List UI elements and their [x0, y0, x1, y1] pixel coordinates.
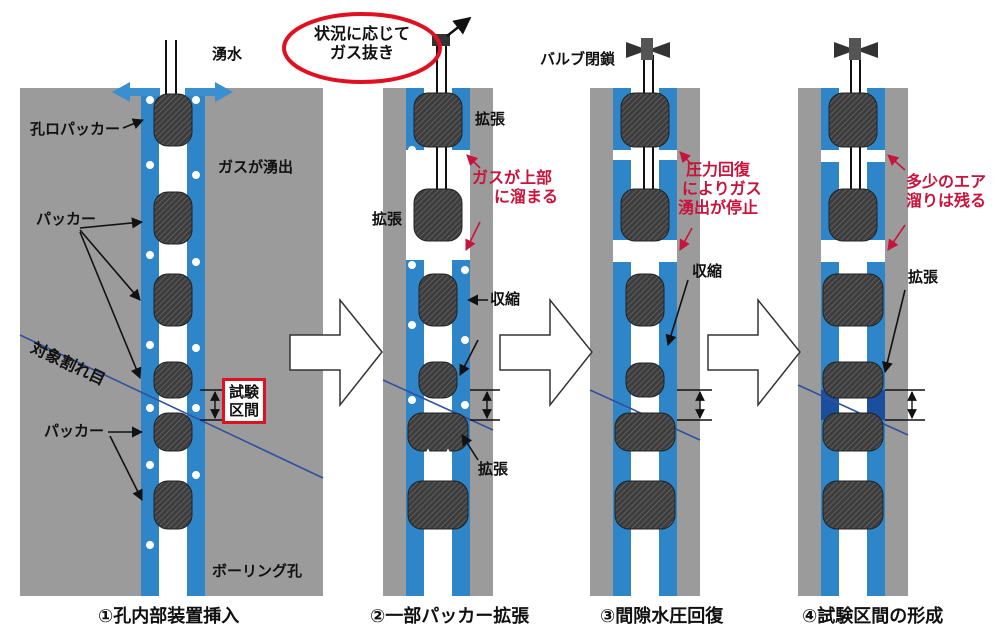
packer-b1-6 — [153, 480, 193, 530]
packers — [153, 92, 884, 530]
pressure-line-2: によりガス — [682, 179, 762, 199]
gas-bubble-13 — [146, 541, 154, 549]
packer-b3-3 — [625, 273, 665, 327]
expand-label-top: 拡張 — [475, 110, 506, 128]
test-section-label: 試験 区間 — [222, 378, 267, 424]
air-line-2: 溜りは残る — [906, 191, 987, 211]
valve-icon-4 — [834, 38, 878, 60]
gas-bubble-b2-8 — [461, 171, 469, 179]
borehole-label: ボーリング孔 — [212, 562, 303, 580]
shrink-label-2: 収縮 — [490, 290, 521, 308]
gas-bubble-b2-6 — [461, 401, 469, 409]
gas-bubble-b2-3 — [408, 321, 416, 329]
caption-4: ④試験区間の形成 — [802, 606, 944, 627]
pressure-line-1: 圧力回復 — [686, 160, 751, 179]
air-line-1: 多少のエア — [906, 172, 987, 191]
gas-bubble-9 — [146, 404, 154, 412]
packer-label-b: パッカー — [44, 422, 105, 440]
packer-b2-3 — [418, 273, 458, 327]
valve-icon-3 — [626, 38, 670, 60]
gas-venting-callout: 状況に応じて ガス抜き — [314, 24, 410, 62]
packer-b2-4 — [418, 361, 458, 399]
red-pointer-arrows — [465, 151, 906, 252]
packer-b2-1 — [413, 92, 463, 148]
gas-accumulates-line-2: に溜まる — [494, 187, 559, 207]
gas-bubble-8 — [192, 344, 200, 352]
gas-bubble-1 — [146, 96, 154, 104]
pressure-recovery-label: 圧力回復 によりガス 湧出が停止 — [678, 160, 762, 218]
air-remains-label: 多少のエア 溜りは残る — [906, 172, 986, 210]
packer-b2-6 — [407, 480, 469, 530]
gas-bubble-2 — [192, 96, 200, 104]
gas-bubble-4 — [192, 171, 200, 179]
gas-bubble-12 — [192, 471, 200, 479]
packer-b3-4 — [625, 362, 665, 398]
packer-b3-2 — [620, 188, 670, 242]
gas-bubble-b2-1 — [408, 261, 416, 269]
gas-bubble-5 — [146, 251, 154, 259]
packer-b1-1 — [153, 93, 193, 147]
gas-bubble-7 — [146, 341, 154, 349]
packer-b4-6 — [822, 480, 884, 530]
gas-bubble-3 — [146, 161, 154, 169]
gas-bubble-11 — [146, 461, 154, 469]
highlight-ellipse — [282, 12, 442, 84]
expand-label-4: 拡張 — [908, 268, 939, 286]
process-arrow-2 — [499, 297, 593, 408]
packer-b4-2 — [828, 188, 878, 242]
caption-1: ①孔内部装置挿入 — [98, 606, 240, 627]
gas-bubble-10 — [192, 404, 200, 412]
caption-2: ②一部パッカー拡張 — [370, 606, 530, 627]
gas-bubble-b2-7 — [408, 146, 416, 154]
packer-b1-4 — [153, 361, 193, 399]
test-section-line-1: 試験 — [229, 383, 260, 401]
process-arrow-1 — [289, 297, 383, 408]
packer-b3-5 — [614, 412, 676, 452]
packer-b2-2 — [413, 188, 463, 242]
shrink-label-3: 収縮 — [692, 262, 723, 280]
valve-closed-label: バルブ閉鎖 — [540, 50, 616, 68]
gas-bubbles — [146, 96, 469, 550]
collar-packer-label: 孔ロパッカー — [30, 120, 121, 138]
packer-b2-5 — [407, 412, 469, 452]
caption-3: ③間隙水圧回復 — [600, 606, 724, 627]
gas-accumulates-label: ガスが上部 に溜まる — [472, 168, 558, 206]
packer-b4-5 — [822, 412, 884, 452]
packer-b1-2 — [153, 191, 193, 245]
packer-b4-4 — [822, 361, 884, 399]
gas-out-label: ガスが湧出 — [218, 158, 294, 176]
pointer-arrows — [79, 118, 906, 502]
pressure-line-3: 湧出が停止 — [678, 198, 759, 218]
packer-b1-5 — [153, 412, 193, 452]
gas-bubble-b2-4 — [461, 336, 469, 344]
packer-b3-1 — [620, 92, 670, 148]
test-section-line-2: 区間 — [229, 401, 260, 419]
process-arrow-3 — [707, 297, 801, 408]
packer-b1-3 — [153, 273, 193, 327]
packer-label-a: パッカー — [36, 210, 97, 228]
gas-accumulates-line-1: ガスが上部 — [472, 168, 553, 187]
gas-bubble-b2-5 — [408, 396, 416, 404]
packer-b4-3 — [822, 273, 884, 327]
packer-b3-6 — [614, 480, 676, 530]
spring-water-label: 湧水 — [212, 45, 243, 63]
outflow-arrow-left — [112, 82, 160, 102]
outflow-arrow-right — [185, 82, 233, 102]
expand-label-bottom: 拡張 — [478, 460, 509, 478]
gas-bubble-6 — [192, 258, 200, 266]
expand-label-mid: 拡張 — [372, 210, 403, 228]
callout-line-2: ガス抜き — [329, 43, 394, 63]
gas-bubble-b2-2 — [461, 266, 469, 274]
packer-b4-1 — [828, 92, 878, 148]
callout-line-1: 状況に応じて — [314, 24, 411, 43]
